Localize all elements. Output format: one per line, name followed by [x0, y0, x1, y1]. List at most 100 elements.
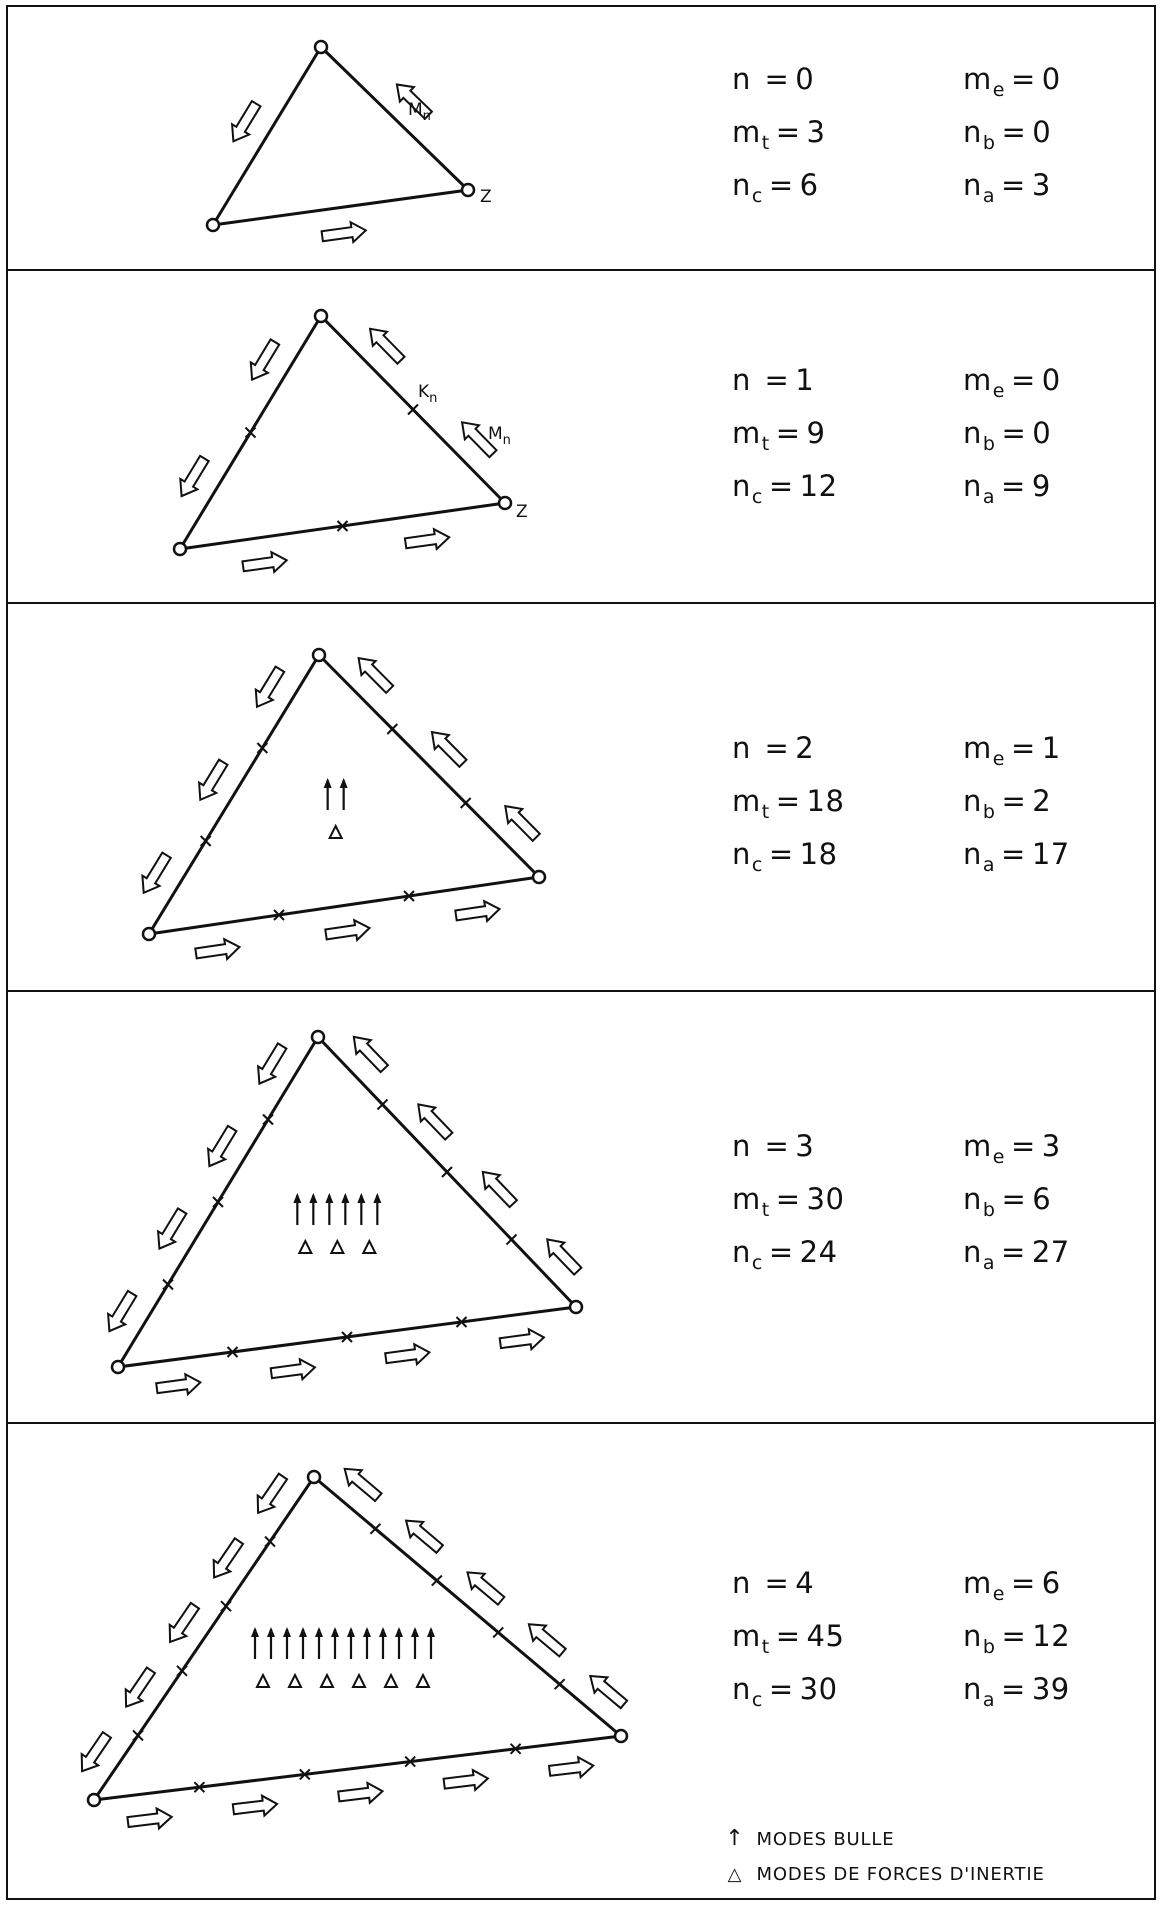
param-symbol: n: [963, 1619, 982, 1653]
bubble-mode-icon: [293, 1193, 302, 1225]
param-value: 30: [806, 1182, 845, 1216]
bubble-mode-icon: [427, 1627, 435, 1659]
param-symbol: n: [732, 1672, 751, 1706]
edge-arrow-icon: [206, 1124, 238, 1168]
equals-sign: =: [768, 837, 794, 871]
param-value: 18: [806, 784, 845, 818]
param-n: n =0: [732, 65, 814, 94]
param-subscript: t: [761, 132, 770, 154]
param-subscript: b: [982, 132, 996, 154]
param-symbol: n: [963, 469, 982, 503]
param-value: 4: [795, 1566, 815, 1600]
param-subscript: c: [751, 486, 763, 508]
param-value: 0: [1032, 416, 1052, 450]
edge-node-mark: [299, 1768, 311, 1781]
edge-arrow-icon: [155, 1372, 203, 1397]
vertex-node: [172, 541, 188, 557]
vertex-node: [306, 1469, 322, 1485]
param-subscript: c: [751, 185, 763, 207]
param-me: me=0: [963, 62, 1061, 100]
param-symbol: n: [963, 416, 982, 450]
equals-sign: =: [1001, 784, 1027, 818]
edge-node-mark: [492, 1626, 504, 1639]
equals-sign: =: [768, 168, 794, 202]
param-value: 3: [806, 115, 826, 149]
edge-node-mark: [336, 520, 349, 532]
param-value: 1: [795, 363, 815, 397]
param-subscript: [752, 79, 759, 101]
edge-arrow-icon: [504, 804, 542, 843]
param-subscript: b: [982, 1636, 996, 1658]
equals-sign: =: [1001, 837, 1026, 871]
bubble-mode-icon: [267, 1627, 275, 1659]
vertex-node: [313, 39, 329, 55]
edge-arrow-icon: [546, 1238, 583, 1277]
bubble-mode-icon: [339, 778, 348, 810]
equals-sign: =: [775, 784, 801, 818]
param-symbol: m: [963, 62, 992, 96]
param-symbol: m: [732, 1182, 761, 1216]
edge-arrow-icon: [481, 1170, 519, 1209]
edge-arrow-icon: [368, 327, 406, 366]
equals-sign: =: [775, 1619, 801, 1653]
edge-arrow-icon: [403, 527, 451, 552]
bubble-mode-icon: [395, 1627, 403, 1659]
edge-node-mark: [273, 909, 285, 921]
triangle-edge: [317, 653, 541, 879]
param-value: 12: [1032, 1619, 1071, 1653]
equals-sign: =: [1001, 168, 1026, 202]
edge-node-mark: [386, 723, 399, 735]
edge-node-mark: [262, 1113, 274, 1126]
edge-arrow-icon: [337, 1781, 385, 1805]
param-subscript: e: [992, 79, 1005, 101]
edge-node-mark: [212, 1196, 224, 1208]
equals-sign: =: [1001, 1672, 1026, 1706]
param-symbol: n: [732, 62, 751, 96]
edge-arrow-icon: [460, 421, 498, 459]
param-nb: nb=0: [963, 115, 1051, 153]
param-subscript: c: [751, 1252, 763, 1274]
edge-arrow-icon: [212, 1536, 245, 1579]
edge-node-mark: [264, 1535, 276, 1548]
edge-node-mark: [505, 1233, 518, 1246]
param-me: me=6: [963, 1569, 1061, 1604]
legend-bubble-label: MODES BULLE: [756, 1829, 895, 1850]
param-mt: mt=18: [732, 784, 845, 822]
triangle-edge: [313, 1475, 622, 1738]
edge-arrow-icon: [417, 1103, 454, 1142]
equals-sign: =: [1010, 62, 1036, 96]
param-symbol: n: [732, 168, 751, 202]
inertia-mode-icon: △: [727, 1864, 743, 1885]
bubble-mode-icon: [315, 1627, 323, 1659]
param-nc: nc=6: [732, 168, 819, 206]
param-symbol: n: [963, 115, 982, 149]
vertex-node: [311, 647, 327, 663]
param-subscript: [752, 1146, 759, 1168]
param-value: 17: [1031, 837, 1070, 871]
inertia-mode-icon: [361, 1238, 377, 1254]
param-symbol: n: [963, 837, 982, 871]
vertex-node: [568, 1299, 584, 1315]
param-subscript: e: [992, 1583, 1005, 1605]
vertex-node: [205, 217, 221, 233]
inertia-mode-icon: [351, 1672, 367, 1688]
equals-sign: =: [768, 469, 794, 503]
param-symbol: n: [732, 469, 751, 503]
param-n: n =4: [732, 1569, 814, 1598]
bubble-mode-icon: [299, 1627, 307, 1659]
edge-node-mark: [341, 1331, 353, 1343]
param-me: me=1: [963, 734, 1061, 769]
edge-node-mark: [220, 1600, 232, 1612]
param-me: me=3: [963, 1132, 1061, 1167]
equals-sign: =: [1001, 115, 1027, 149]
triangle-edge: [147, 654, 321, 935]
triangle-edge: [212, 188, 469, 227]
edge-label: Kn: [418, 382, 437, 406]
param-symbol: n: [963, 168, 982, 202]
bubble-mode-icon: [341, 1193, 350, 1225]
triangle-diagram: [80, 1467, 629, 1831]
param-value: 24: [799, 1235, 838, 1269]
